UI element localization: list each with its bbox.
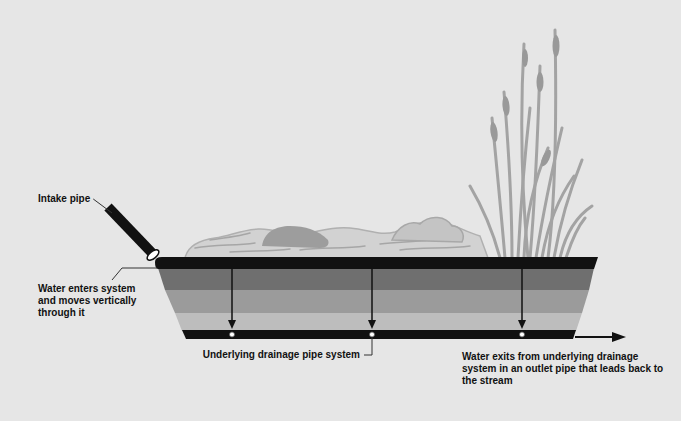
flow-line [521,269,523,321]
flow-line [231,269,233,321]
gravel-layer [165,290,589,313]
reed-stem [530,66,540,258]
arrowhead [518,320,526,329]
cattail-head [539,148,553,167]
arrowhead [612,332,626,342]
reed-stem [504,92,512,258]
reeds [470,30,592,258]
cattail-head [522,49,528,67]
mound [262,226,329,248]
arrowhead [228,320,236,329]
cattail-head [537,72,544,92]
cattail-head [502,96,511,117]
shrub [392,217,463,242]
outlet-arrow [575,332,626,342]
cattails [489,35,559,168]
leader-line [112,268,157,280]
intake-pipe [108,207,153,254]
drain-hole [520,332,525,337]
pipe-opening [145,248,160,262]
reed-stem [554,160,582,258]
leader-line [364,338,372,355]
leader-line [93,199,112,213]
flow-arrows [228,269,526,329]
part-label: Underlying drainage pipe system [203,349,360,361]
cattail-head [553,35,560,57]
reed-stem [560,206,592,258]
soil-layer-top [158,268,594,290]
basin-rim [155,257,598,269]
outlet-line [575,336,614,338]
drain-hole [370,332,375,337]
intake [108,207,161,262]
reed-stem [470,186,500,258]
basin [155,257,598,339]
vegetation [185,30,592,258]
part-label: Intake pipe [38,193,90,205]
drainage-pipe [182,330,576,339]
reed-stem [522,44,528,258]
reed-stem [548,30,556,258]
flow-line [371,269,373,321]
cattail-head [489,122,499,143]
drain-hole [230,332,235,337]
drain-holes [230,332,525,337]
arrowhead [368,320,376,329]
note-label: Water enters system and moves vertically… [38,283,154,319]
sand-layer [175,313,582,331]
leader-lines [93,199,372,355]
note-label: Water exits from underlying drainage sys… [462,351,668,387]
reed-stem [566,218,585,258]
